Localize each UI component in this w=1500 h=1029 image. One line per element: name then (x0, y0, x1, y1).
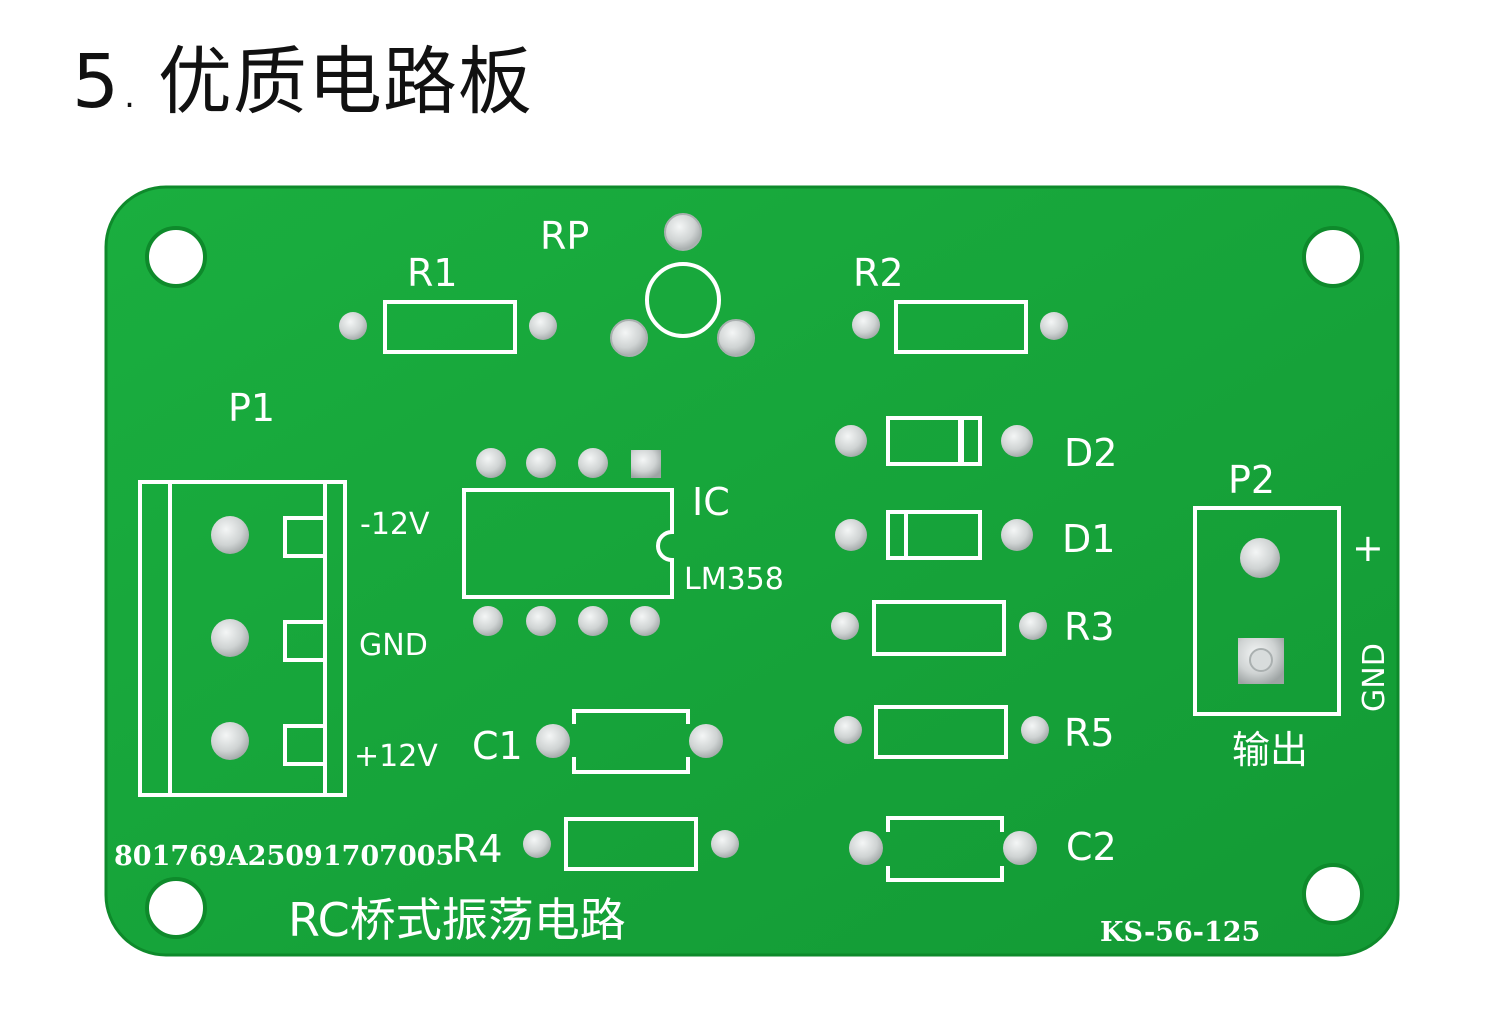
pad (664, 213, 702, 251)
component-r3 (872, 600, 1006, 656)
pad (526, 606, 556, 636)
heading-dot: . (124, 76, 136, 116)
pcb-board (104, 185, 1400, 957)
mounting-hole-bottom-right (1302, 863, 1364, 925)
pad (711, 830, 739, 858)
component-rp (645, 262, 721, 338)
mounting-holes (145, 226, 1364, 939)
pad (1240, 538, 1280, 578)
pad (536, 724, 570, 758)
label-r3: R3 (1064, 605, 1115, 649)
pad (578, 448, 608, 478)
label-d2: D2 (1064, 431, 1117, 475)
component-p2 (1193, 506, 1341, 716)
pad (834, 716, 862, 744)
label-neg12v: -12V (360, 507, 430, 542)
pad (211, 619, 249, 657)
label-p2-plus: + (1352, 526, 1384, 570)
component-c1 (572, 709, 690, 774)
label-serial: 801769A25091707005 (114, 841, 454, 872)
silkscreen-labels: RP R1 R2 P1 P2 IC LM358 D2 D1 R3 R5 C1 C… (114, 214, 1392, 948)
heading-number: 5 (72, 39, 121, 125)
label-model: KS-56-125 (1100, 917, 1260, 948)
heading-title: 优质电路板 (157, 39, 533, 125)
pad (529, 312, 557, 340)
label-r5: R5 (1064, 711, 1115, 755)
label-gnd: GND (359, 628, 428, 663)
label-pos12v: +12V (354, 739, 438, 774)
pad (831, 612, 859, 640)
pad (1003, 831, 1037, 865)
pad (630, 606, 660, 636)
pad (526, 448, 556, 478)
component-d1 (886, 510, 982, 560)
label-r4: R4 (452, 827, 503, 871)
label-d1: D1 (1062, 517, 1115, 561)
pad (852, 311, 880, 339)
pad (1019, 612, 1047, 640)
label-c1: C1 (472, 724, 523, 768)
label-circuit-name: RC桥式振荡电路 (288, 893, 626, 947)
pad (849, 831, 883, 865)
pad (1001, 425, 1033, 457)
component-ic (462, 488, 674, 599)
mounting-hole-top-left (145, 226, 207, 288)
pad-square (631, 450, 661, 478)
label-r1: R1 (407, 251, 458, 295)
pad (689, 724, 723, 758)
pad (523, 830, 551, 858)
pad (835, 519, 867, 551)
pad (211, 516, 249, 554)
pad (835, 425, 867, 457)
component-p1 (138, 480, 347, 797)
label-rp: RP (540, 214, 589, 258)
mounting-hole-bottom-left (145, 877, 207, 939)
component-d2 (886, 416, 982, 466)
pad (339, 312, 367, 340)
label-output: 输出 (1232, 728, 1308, 772)
pad (1001, 519, 1033, 551)
label-ic-part: LM358 (684, 562, 784, 597)
pad (211, 722, 249, 760)
label-r2: R2 (853, 251, 904, 295)
label-c2: C2 (1066, 825, 1117, 869)
component-r4 (564, 817, 698, 871)
pad (1040, 312, 1068, 340)
pad (1021, 716, 1049, 744)
pad (476, 448, 506, 478)
component-r2 (894, 300, 1028, 354)
pad (717, 319, 755, 357)
pad (473, 606, 503, 636)
solder-pads (211, 213, 1284, 865)
label-p2: P2 (1228, 458, 1275, 502)
component-c2 (886, 816, 1004, 882)
component-r5 (874, 705, 1008, 759)
page-heading: 5. 优质电路板 (72, 22, 533, 129)
pad (578, 606, 608, 636)
mounting-hole-top-right (1302, 226, 1364, 288)
label-p1: P1 (228, 386, 275, 430)
pad (610, 319, 648, 357)
label-ic: IC (692, 480, 730, 524)
component-r1 (383, 300, 517, 354)
label-p2-gnd: GND (1357, 643, 1392, 712)
